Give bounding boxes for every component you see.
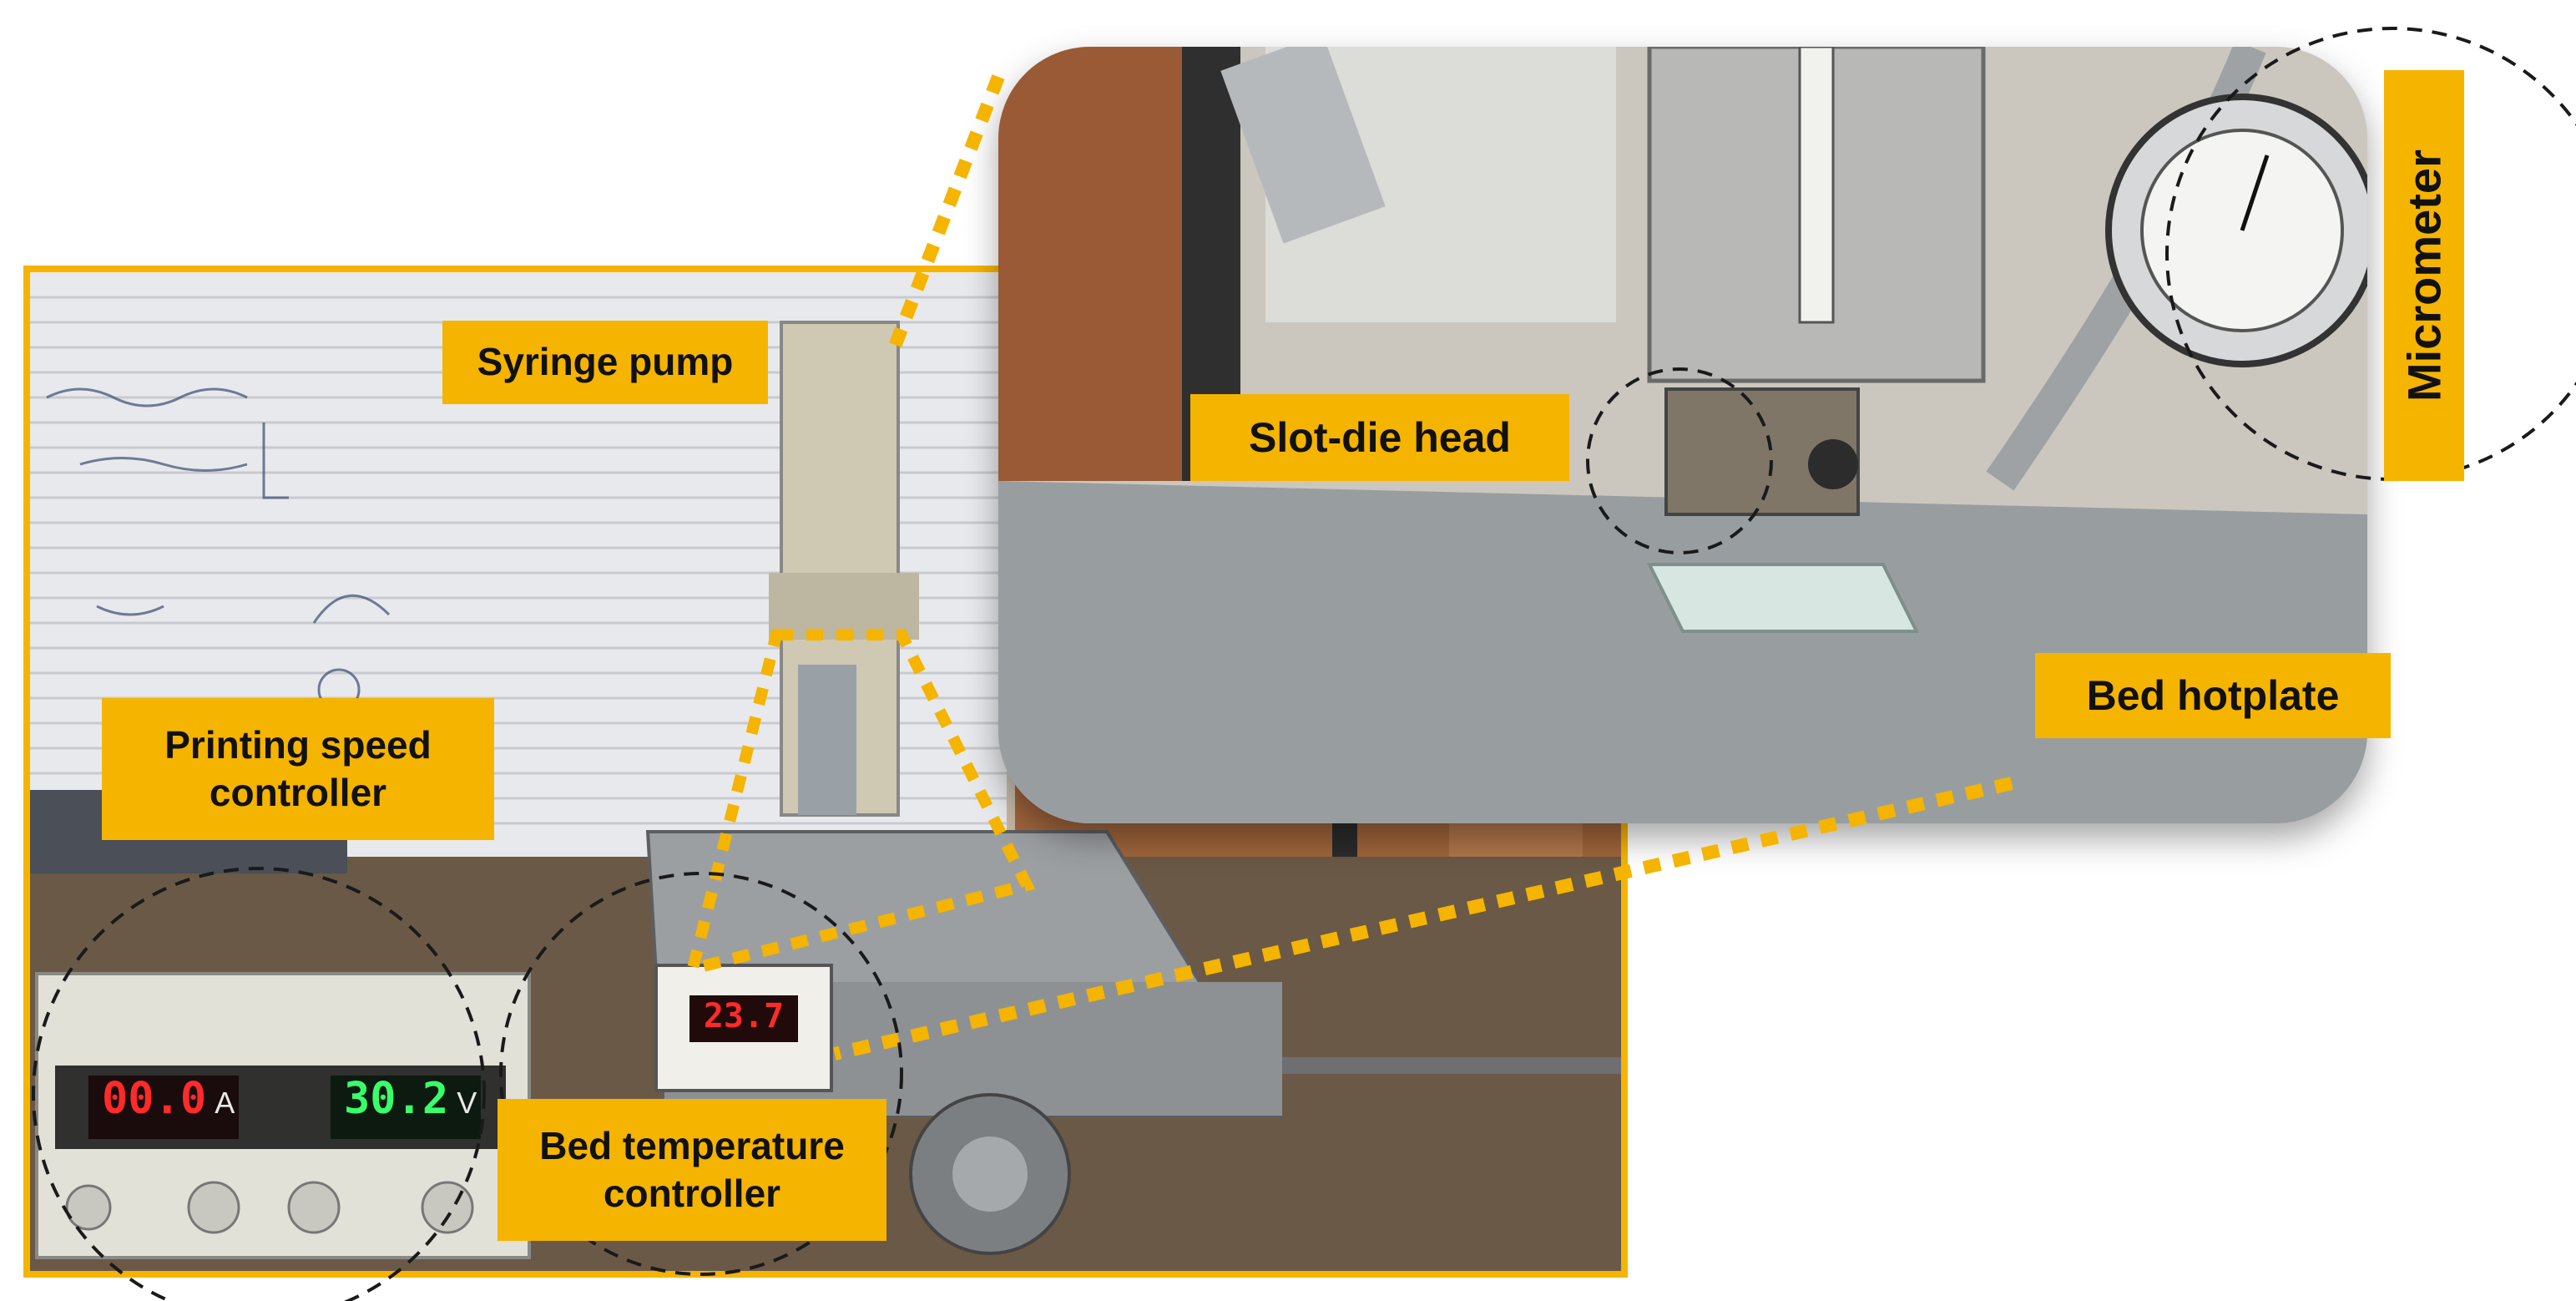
- micrometer-label: Micrometer: [2384, 70, 2464, 481]
- printing-speed-controller-circle: [32, 867, 486, 1301]
- printing-speed-controller-label: Printing speed controller: [102, 698, 494, 840]
- voltage-value: 30.2: [344, 1074, 449, 1124]
- syringe-pump-label: Syringe pump: [442, 321, 768, 404]
- current-unit: A: [215, 1086, 235, 1120]
- voltage-unit: V: [457, 1086, 477, 1120]
- slot-die-head-label: Slot-die head: [1190, 394, 1569, 481]
- current-readout: 00.0 A: [102, 1074, 235, 1124]
- zoom-connector-top: [886, 74, 1005, 353]
- slot-die-head-circle: [1586, 367, 1773, 554]
- nozzle-region-outline: [684, 629, 1036, 977]
- bed-temperature-controller-label: Bed temperature controller: [498, 1099, 886, 1241]
- voltage-readout: 30.2 V: [344, 1074, 477, 1124]
- temperature-readout: 23.7: [703, 997, 785, 1035]
- bed-temperature-controller-circle: [499, 872, 903, 1276]
- current-value: 00.0: [102, 1074, 207, 1124]
- zoom-connector-bottom: [833, 777, 2013, 1061]
- micrometer-circle: [2165, 27, 2576, 481]
- bed-hotplate-label: Bed hotplate: [2035, 653, 2391, 738]
